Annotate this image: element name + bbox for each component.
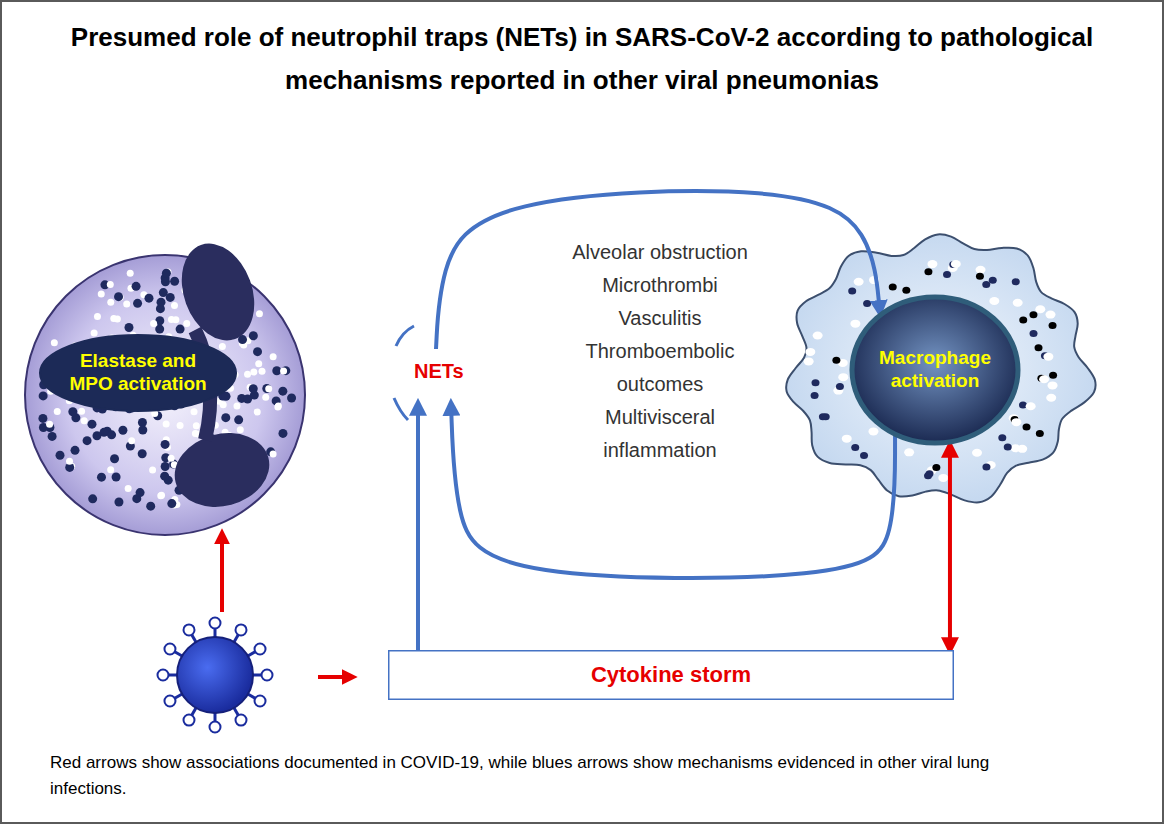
effect-label: Vasculitis	[570, 302, 750, 335]
macrophage-cell	[786, 234, 1095, 502]
red-arrow	[318, 675, 352, 679]
virus-spikes	[158, 618, 273, 733]
node-text: Cytokine storm	[591, 662, 751, 688]
effect-label: Microthrombi	[570, 269, 750, 302]
effect-label: Multivisceral inflammation	[570, 401, 750, 467]
effect-label: Thromboembolic outcomes	[570, 335, 750, 401]
virus	[177, 637, 253, 713]
blue-loop-arrow	[436, 191, 880, 349]
red-arrow	[220, 534, 224, 612]
vesicles	[804, 260, 1058, 482]
node-text: Elastase and MPO activation	[62, 350, 214, 396]
net-strand	[396, 326, 414, 346]
blue-loop-arrow	[451, 403, 895, 578]
enzyme-ellipse: Elastase and MPO activation	[38, 333, 238, 413]
nets-label: NETs	[406, 349, 466, 403]
blue-arrow	[416, 403, 420, 650]
title: Presumed role of neutrophil traps (NETs)…	[52, 16, 1112, 102]
node-text: Macrophage activation	[872, 347, 998, 393]
effects-list: Alveolar obstructionMicrothrombiVasculit…	[570, 236, 750, 467]
caption: Red arrows show associations documented …	[50, 750, 1025, 802]
macrophage-nucleus: Macrophage activation	[850, 295, 1020, 445]
red-double-arrow	[948, 445, 952, 650]
neutrophil-cell	[25, 255, 305, 535]
net-strand	[394, 398, 408, 420]
effect-label: Alveolar obstruction	[570, 236, 750, 269]
node-text: NETs	[414, 359, 458, 383]
cytokine-box: Cytokine storm	[388, 650, 954, 700]
